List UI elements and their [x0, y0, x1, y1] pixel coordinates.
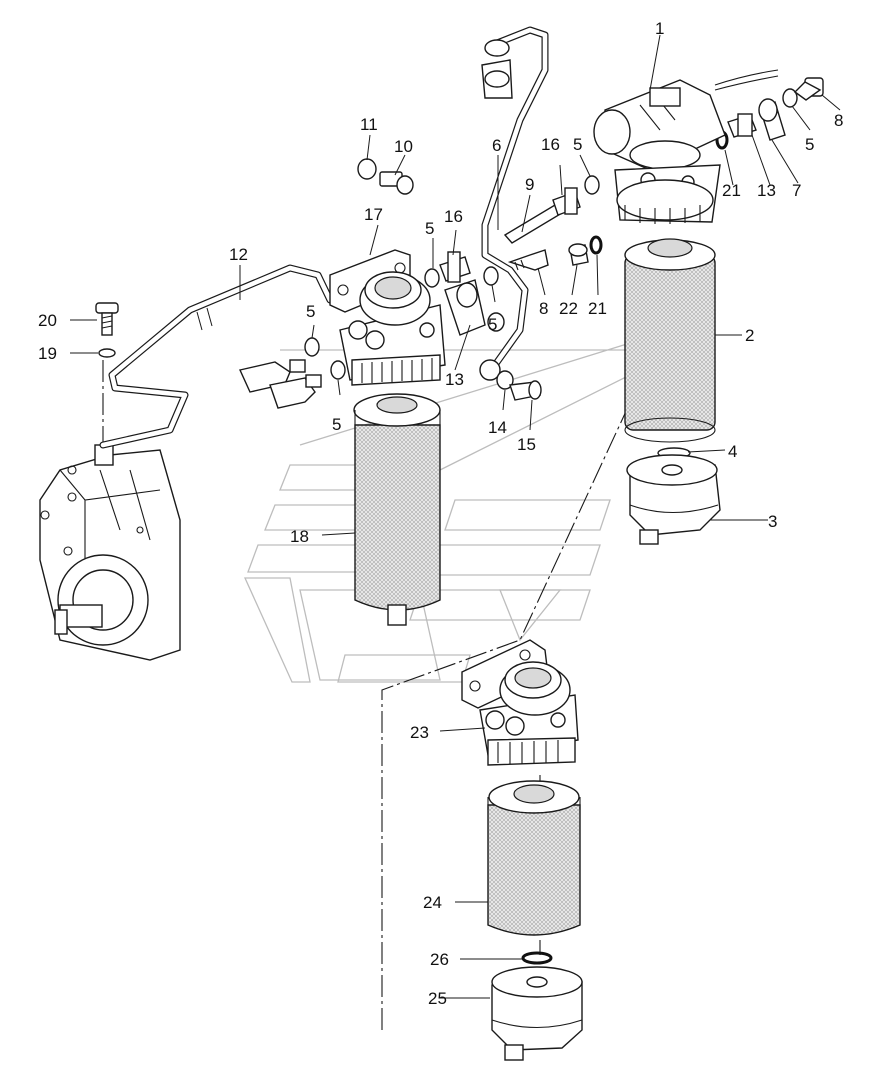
callout-9: 9: [525, 175, 534, 194]
washer-5-b: [330, 360, 346, 380]
injection-pump: [39, 444, 181, 661]
callout-16: 16: [541, 135, 560, 154]
washer-5-e: [584, 175, 600, 195]
union-13-left: [444, 279, 486, 336]
callout-5: 5: [488, 315, 497, 334]
banjo-bolt-20: [95, 302, 119, 336]
fitting-16-left: [439, 251, 471, 283]
callout-16: 16: [444, 207, 463, 226]
callout-15: 15: [517, 435, 536, 454]
callout-26: 26: [430, 950, 449, 969]
washer-5-c: [424, 268, 440, 288]
filter-element-24: [487, 780, 581, 936]
callout-1: 1: [655, 19, 664, 38]
water-bowl-25: [491, 966, 583, 1061]
callout-13: 13: [757, 181, 776, 200]
callout-14: 14: [488, 418, 507, 437]
callout-5: 5: [573, 135, 582, 154]
filter-head-17: [329, 249, 446, 386]
callout-24: 24: [423, 893, 442, 912]
callout-7: 7: [792, 181, 801, 200]
callout-5: 5: [306, 302, 315, 321]
filter-head-23: [461, 639, 579, 766]
callout-18: 18: [290, 527, 309, 546]
callout-12: 12: [229, 245, 248, 264]
callout-21: 21: [588, 299, 607, 318]
callout-10: 10: [394, 137, 413, 156]
callout-25: 25: [428, 989, 447, 1008]
o-ring-26: [521, 951, 553, 965]
callout-8: 8: [539, 299, 548, 318]
callout-13: 13: [445, 370, 464, 389]
feed-pump-1: [593, 69, 779, 224]
bolt-8-right: [793, 77, 824, 101]
leader-lines: [70, 34, 841, 999]
callout-20: 20: [38, 311, 57, 330]
callout-22: 22: [559, 299, 578, 318]
callout-6: 6: [492, 136, 501, 155]
bolt-15: [509, 380, 542, 401]
callout-11: 11: [360, 115, 378, 134]
callout-labels: 1 2 3 4 5 5 5 5 5 5 6 7 8 8 9 10 11 12 1…: [38, 19, 843, 1008]
washer-14: [496, 370, 514, 390]
filter-element-2: [624, 238, 716, 443]
callout-4: 4: [728, 442, 737, 461]
callout-23: 23: [410, 723, 429, 742]
filter-element-18: [353, 393, 441, 626]
plug-22: [568, 243, 589, 266]
washer-19: [98, 348, 116, 358]
callout-21: 21: [722, 181, 741, 200]
callout-17: 17: [364, 205, 383, 224]
callout-5: 5: [332, 415, 341, 434]
callout-5: 5: [805, 135, 814, 154]
o-ring-21-left: [589, 235, 603, 255]
callout-3: 3: [768, 512, 777, 531]
fuel-pipe-12: [99, 264, 334, 449]
sensor-switches: [239, 359, 322, 409]
callout-5: 5: [425, 219, 434, 238]
union-13-right: [727, 113, 757, 138]
fuel-pipe-6: [479, 26, 549, 381]
bolt-10: [379, 171, 414, 195]
washer-5-d: [483, 266, 499, 286]
washer-5-a: [304, 337, 320, 357]
washer-5-f: [782, 88, 798, 108]
water-bowl-3: [626, 454, 721, 545]
bolt-8-middle: [507, 249, 549, 271]
callout-19: 19: [38, 344, 57, 363]
callout-2: 2: [745, 326, 754, 345]
tube-9: [503, 204, 564, 244]
washer-11: [357, 158, 377, 180]
banjo-7: [758, 98, 786, 141]
callout-8: 8: [834, 111, 843, 130]
fitting-16-right: [552, 187, 581, 216]
